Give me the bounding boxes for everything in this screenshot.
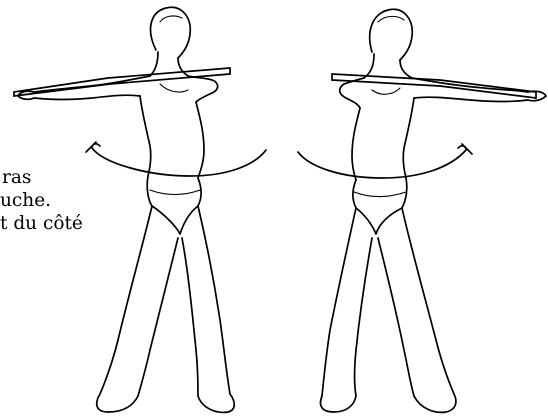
exercise-illustration-page: ras uche. t du côté (0, 0, 548, 419)
exercise-figure-right-icon (0, 0, 548, 419)
